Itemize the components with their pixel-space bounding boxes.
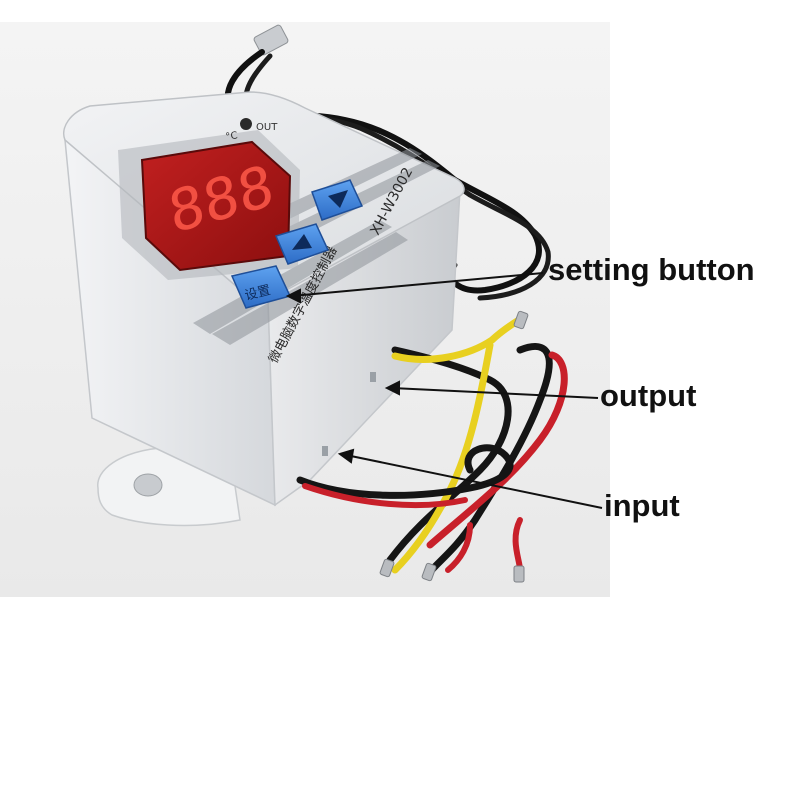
down-arrow-button[interactable] [311, 179, 364, 221]
indicator-out-label: OUT [256, 122, 278, 133]
terminal-marks [322, 372, 376, 456]
callout-input: input [604, 488, 680, 523]
callout-setting-button: setting button [548, 252, 755, 287]
lead-wires [296, 314, 568, 576]
indicator-unit-label: °C [225, 130, 238, 143]
wire-terminals [379, 310, 529, 583]
setting-button[interactable]: 设置 [230, 265, 292, 309]
arrow-down-icon [328, 190, 348, 208]
output-indicator-led [240, 118, 252, 130]
arrow-up-icon [292, 234, 312, 250]
callout-output: output [600, 378, 697, 413]
callout-arrows [285, 272, 603, 509]
setting-button-label: 设置 [243, 283, 272, 304]
up-arrow-button[interactable] [274, 223, 330, 265]
